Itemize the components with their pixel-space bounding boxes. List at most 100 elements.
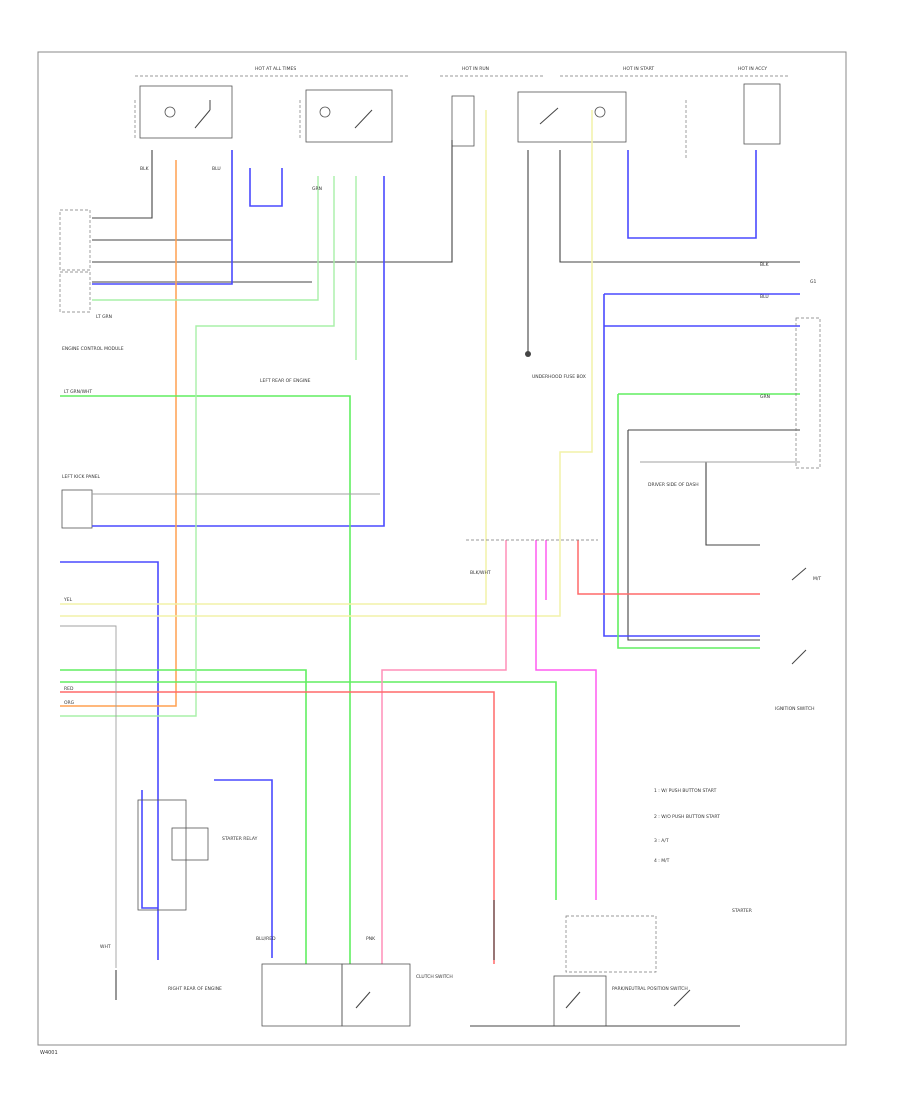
yellow-wires <box>60 110 593 617</box>
relay-coil-2 <box>319 106 331 118</box>
black-wires <box>92 140 800 641</box>
code-red-1: RED <box>64 686 74 692</box>
label-driver-side-dash: DRIVER SIDE OF DASH <box>648 482 699 488</box>
wire-blk-4 <box>559 150 800 263</box>
label-right-rear-engine: RIGHT REAR OF ENGINE <box>168 986 222 992</box>
code-blured: BLU/RED <box>256 936 276 942</box>
component-box-bottom-2 <box>341 963 411 1027</box>
grey-wires <box>60 461 800 968</box>
ground-dot-1 <box>525 351 531 357</box>
blue-wires <box>60 150 800 960</box>
wire-grn-3 <box>60 681 557 900</box>
label-ignition-switch: IGNITION SWITCH <box>775 706 815 712</box>
wire-grn-1 <box>60 395 351 964</box>
label-starter-relay: STARTER RELAY <box>222 836 258 842</box>
label-left-kick-panel: LEFT KICK PANEL <box>62 474 101 480</box>
label-hot-in-run: HOT IN RUN <box>462 66 489 72</box>
code-wht-1: WHT <box>100 944 111 950</box>
magenta-wires <box>535 540 597 900</box>
wire-ltgrn-2 <box>60 176 335 717</box>
fuse-box-mid <box>451 95 475 147</box>
relay-contact-1 <box>194 100 211 129</box>
relay-box-2 <box>305 89 393 143</box>
code-grn-2: GRN <box>760 394 770 400</box>
relay-box-1 <box>139 85 233 139</box>
label-starter: STARTER <box>732 908 752 914</box>
note-3: 3 : A/T <box>654 838 669 844</box>
relay-coil-3 <box>594 106 606 118</box>
wire-blk-2 <box>92 150 233 241</box>
code-grn-1: GRN <box>312 186 322 192</box>
footer-code: W4001 <box>40 1050 58 1056</box>
code-org-1: ORG <box>64 700 75 706</box>
right-connector <box>795 317 821 469</box>
wire-wht-1 <box>60 625 117 968</box>
wire-blk-6 <box>627 430 760 641</box>
wire-pnk-1 <box>381 540 507 964</box>
wire-grn-2 <box>60 669 307 964</box>
code-blkwht: BLK/WHT <box>470 570 491 576</box>
relay-contact-3 <box>539 107 559 125</box>
code-blk-2: BLK <box>760 262 770 268</box>
code-ltgrn-wht: LT GRN/WHT <box>64 389 92 395</box>
code-blu-1: BLU <box>212 166 221 172</box>
wire-blk-1 <box>92 150 153 219</box>
component-box-sw <box>171 827 209 861</box>
label-clutch-switch: CLUTCH SWITCH <box>416 974 453 980</box>
component-box-dash <box>565 915 657 973</box>
switch-bottom-2 <box>565 991 581 1009</box>
wire-ltgrn-1 <box>92 176 319 301</box>
relay-contact-2 <box>354 109 373 129</box>
component-box-left <box>137 799 187 911</box>
wire-yel-1 <box>60 110 487 605</box>
label-hot-in-accy: HOT IN ACCY <box>738 66 767 72</box>
wire-blu-4 <box>627 150 757 239</box>
relay-box-4 <box>743 83 781 145</box>
code-blu-2: BLU <box>760 294 769 300</box>
note-2: 2 : W/O PUSH BUTTON START <box>654 814 720 820</box>
switch-right-2 <box>791 649 807 665</box>
wire-blk-3 <box>92 140 453 263</box>
label-park-neutral: PARK/NEUTRAL POSITION SWITCH <box>612 986 688 992</box>
relay-coil-1 <box>164 106 176 118</box>
pink-wires <box>381 540 507 964</box>
label-underhood-fuse-box: UNDERHOOD FUSE BOX <box>532 374 586 380</box>
diagram-frame <box>37 51 847 1046</box>
code-yel-1: YEL <box>63 597 73 603</box>
wire-org-1 <box>60 160 177 707</box>
wire-blu-1 <box>92 150 233 285</box>
code-blk-1: BLK <box>140 166 150 172</box>
wire-blu-10 <box>214 779 273 958</box>
left-connector <box>59 209 91 271</box>
wire-blu-3 <box>92 176 385 527</box>
kick-panel-connector <box>61 489 93 529</box>
wire-yel-2 <box>60 110 593 617</box>
switch-right-1 <box>791 567 807 581</box>
label-hot-at-all-times: HOT AT ALL TIMES <box>255 66 296 72</box>
left-connector-2 <box>59 271 91 313</box>
light-green-wires <box>60 176 357 717</box>
red-wires <box>60 540 760 964</box>
code-pnk-1: PNK <box>366 936 376 942</box>
wire-blk-8 <box>705 462 760 546</box>
wire-blu-8 <box>60 561 159 908</box>
component-box-bottom-1 <box>261 963 343 1027</box>
label-left-rear-engine: LEFT REAR OF ENGINE <box>260 378 311 384</box>
green-wires <box>60 393 800 964</box>
wire-red-2 <box>577 540 760 595</box>
component-box-bottom-3 <box>553 975 607 1027</box>
wire-blu-2 <box>249 168 283 207</box>
wire-blu-9 <box>141 790 158 909</box>
wire-red-1 <box>60 691 495 964</box>
note-4: 4 : M/T <box>654 858 670 864</box>
switch-bottom-3 <box>673 989 691 1007</box>
code-ltgrn-1: LT GRN <box>96 314 112 320</box>
label-gnd: G1 <box>810 279 816 285</box>
label-hot-in-start: HOT IN START <box>623 66 654 72</box>
switch-bottom-1 <box>355 991 371 1009</box>
label-mt: M/T <box>813 576 821 582</box>
wire-blu-6 <box>603 294 760 637</box>
wire-mag-1 <box>535 540 597 900</box>
